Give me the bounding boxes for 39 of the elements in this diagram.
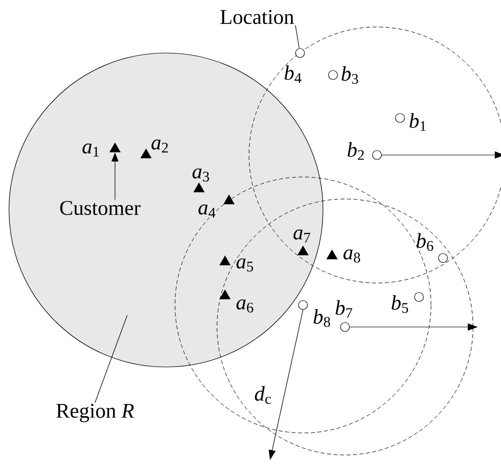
location-marker <box>340 322 350 332</box>
location-marker <box>414 292 424 302</box>
point-label: a$_{7}$ <box>294 230 310 242</box>
customer-marker <box>109 142 121 152</box>
customer-marker <box>297 246 309 256</box>
customer-marker <box>140 148 152 158</box>
point-label: a$_{5}$ <box>236 258 254 272</box>
location-marker <box>372 150 382 160</box>
location-marker <box>298 300 308 310</box>
customer-marker <box>223 194 235 204</box>
location-marker <box>438 253 448 263</box>
customer-marker <box>219 290 231 300</box>
leader-line <box>295 24 300 49</box>
location-marker <box>395 113 405 123</box>
point-label: b$_{5}$ <box>392 295 408 313</box>
customer-marker <box>326 250 338 260</box>
point-label: b$_{3}$ <box>342 66 358 84</box>
location-marker <box>328 70 338 80</box>
point-label: b$_{4}$ <box>284 65 302 83</box>
point-label: a$_{1}$ <box>82 144 99 156</box>
customer-marker <box>193 182 205 192</box>
point-label: b$_{2}$ <box>348 142 364 160</box>
region-circle <box>8 52 324 368</box>
text-label: Location <box>220 10 294 24</box>
radius-label: d$_{c}$ <box>254 386 271 404</box>
point-label: a$_{2}$ <box>152 140 168 152</box>
point-label: a$_{6}$ <box>236 299 254 313</box>
text-label: Region R <box>56 404 134 422</box>
point-label: a$_{4}$ <box>198 204 216 218</box>
point-label: a$_{3}$ <box>192 168 210 182</box>
customer-marker <box>219 256 231 266</box>
point-label: b$_{1}$ <box>410 113 426 131</box>
point-label: b$_{7}$ <box>336 300 352 318</box>
location-marker <box>295 48 305 58</box>
point-label: b$_{6}$ <box>416 233 434 251</box>
leader-line <box>94 315 128 403</box>
point-label: a$_{8}$ <box>344 249 360 263</box>
text-label: Customer <box>60 200 140 216</box>
point-label: b$_{8}$ <box>314 309 330 327</box>
